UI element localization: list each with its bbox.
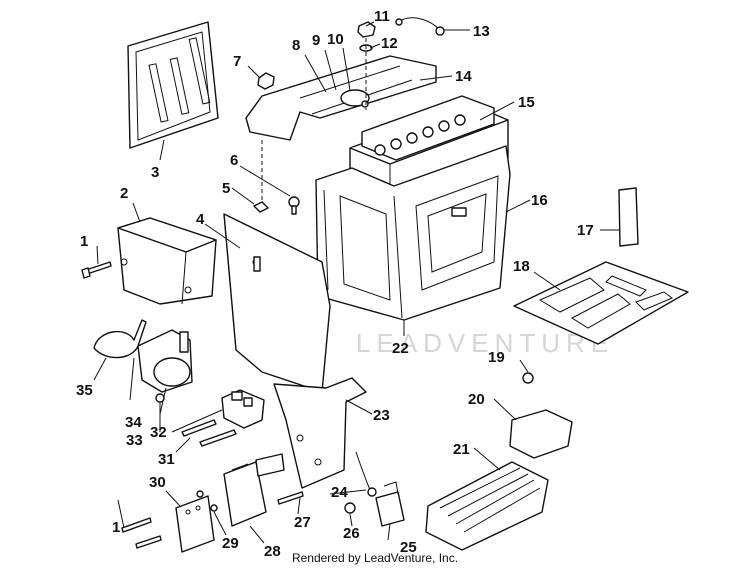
bracket-part-35 — [93, 319, 147, 359]
callout-24: 24 — [331, 484, 348, 501]
callout-9: 9 — [312, 32, 320, 49]
callout-30: 30 — [149, 474, 166, 491]
callout-27: 27 — [294, 514, 311, 531]
bolts-part-31 — [181, 419, 237, 447]
watermark-text: LEADVENTURE — [356, 328, 614, 358]
battery-part-15 — [349, 95, 509, 201]
callout-19: 19 — [488, 349, 505, 366]
callout-15: 15 — [518, 94, 535, 111]
callout-8: 8 — [292, 37, 300, 54]
battery-holddown-part-14 — [245, 55, 437, 141]
callout-23: 23 — [373, 407, 390, 424]
footer-credit: Rendered by LeadVenture, Inc. — [291, 551, 459, 565]
leader-lines — [93, 21, 620, 544]
callout-1-lower: 1 — [112, 519, 120, 536]
capacitor-part-25 — [375, 481, 405, 527]
callout-26: 26 — [343, 525, 360, 542]
callout-5: 5 — [222, 180, 230, 197]
callout-6: 6 — [230, 152, 238, 169]
callout-34: 34 — [125, 414, 142, 431]
callout-29: 29 — [222, 535, 239, 552]
heatsink-part-21 — [425, 461, 549, 551]
battery-mat-part-18 — [513, 261, 689, 345]
callout-4: 4 — [196, 211, 205, 228]
lower-bracket-part-23 — [273, 377, 367, 489]
connector-part-30 — [175, 495, 215, 553]
nut-part-7 — [257, 72, 275, 90]
cover-box-part-2 — [117, 217, 217, 305]
callout-25: 25 — [400, 539, 417, 556]
solenoid-part-34 — [129, 329, 193, 401]
callout-33: 33 — [126, 432, 143, 449]
callout-20: 20 — [468, 391, 485, 408]
callout-10: 10 — [327, 31, 344, 48]
callout-12: 12 — [381, 35, 398, 52]
mounting-plate-part-4 — [223, 213, 331, 393]
bolts-part-1-lower — [121, 517, 162, 549]
callout-3: 3 — [151, 164, 159, 181]
callout-1-upper: 1 — [80, 233, 88, 250]
callout-16: 16 — [531, 192, 548, 209]
callouts: 1 1 2 3 4 5 6 7 8 9 10 11 12 13 14 15 16… — [76, 8, 594, 560]
callout-17: 17 — [577, 222, 594, 239]
bolt-part-1-upper — [81, 261, 112, 279]
relay-part-32 — [221, 389, 265, 429]
screw-part-26 — [344, 502, 356, 514]
battery-box-part-16 — [315, 145, 511, 334]
callout-21: 21 — [453, 441, 470, 458]
callout-22: 22 — [392, 340, 409, 357]
pins-part-29 — [196, 490, 218, 512]
wire-part-24 — [355, 451, 377, 497]
callout-35: 35 — [76, 382, 93, 399]
module-part-28 — [223, 461, 267, 527]
callout-11: 11 — [374, 8, 390, 25]
regulator-part-20 — [509, 409, 573, 459]
clip-part-5 — [253, 201, 269, 213]
battery-cable-part-13 — [395, 17, 445, 36]
screw-part-6 — [288, 196, 300, 215]
screw-part-19 — [522, 372, 534, 384]
nut-washer-part-11-12 — [357, 21, 376, 110]
rubber-pad-part-3 — [127, 21, 219, 149]
callout-2: 2 — [120, 185, 128, 202]
callout-32: 32 — [150, 424, 167, 441]
pad-strip-part-17 — [618, 187, 639, 247]
callout-7: 7 — [233, 53, 241, 70]
callout-14: 14 — [455, 68, 472, 85]
callout-13: 13 — [473, 23, 490, 40]
callout-28: 28 — [264, 543, 281, 560]
callout-31: 31 — [158, 451, 175, 468]
callout-18: 18 — [513, 258, 530, 275]
fastener-part-27 — [255, 453, 304, 505]
